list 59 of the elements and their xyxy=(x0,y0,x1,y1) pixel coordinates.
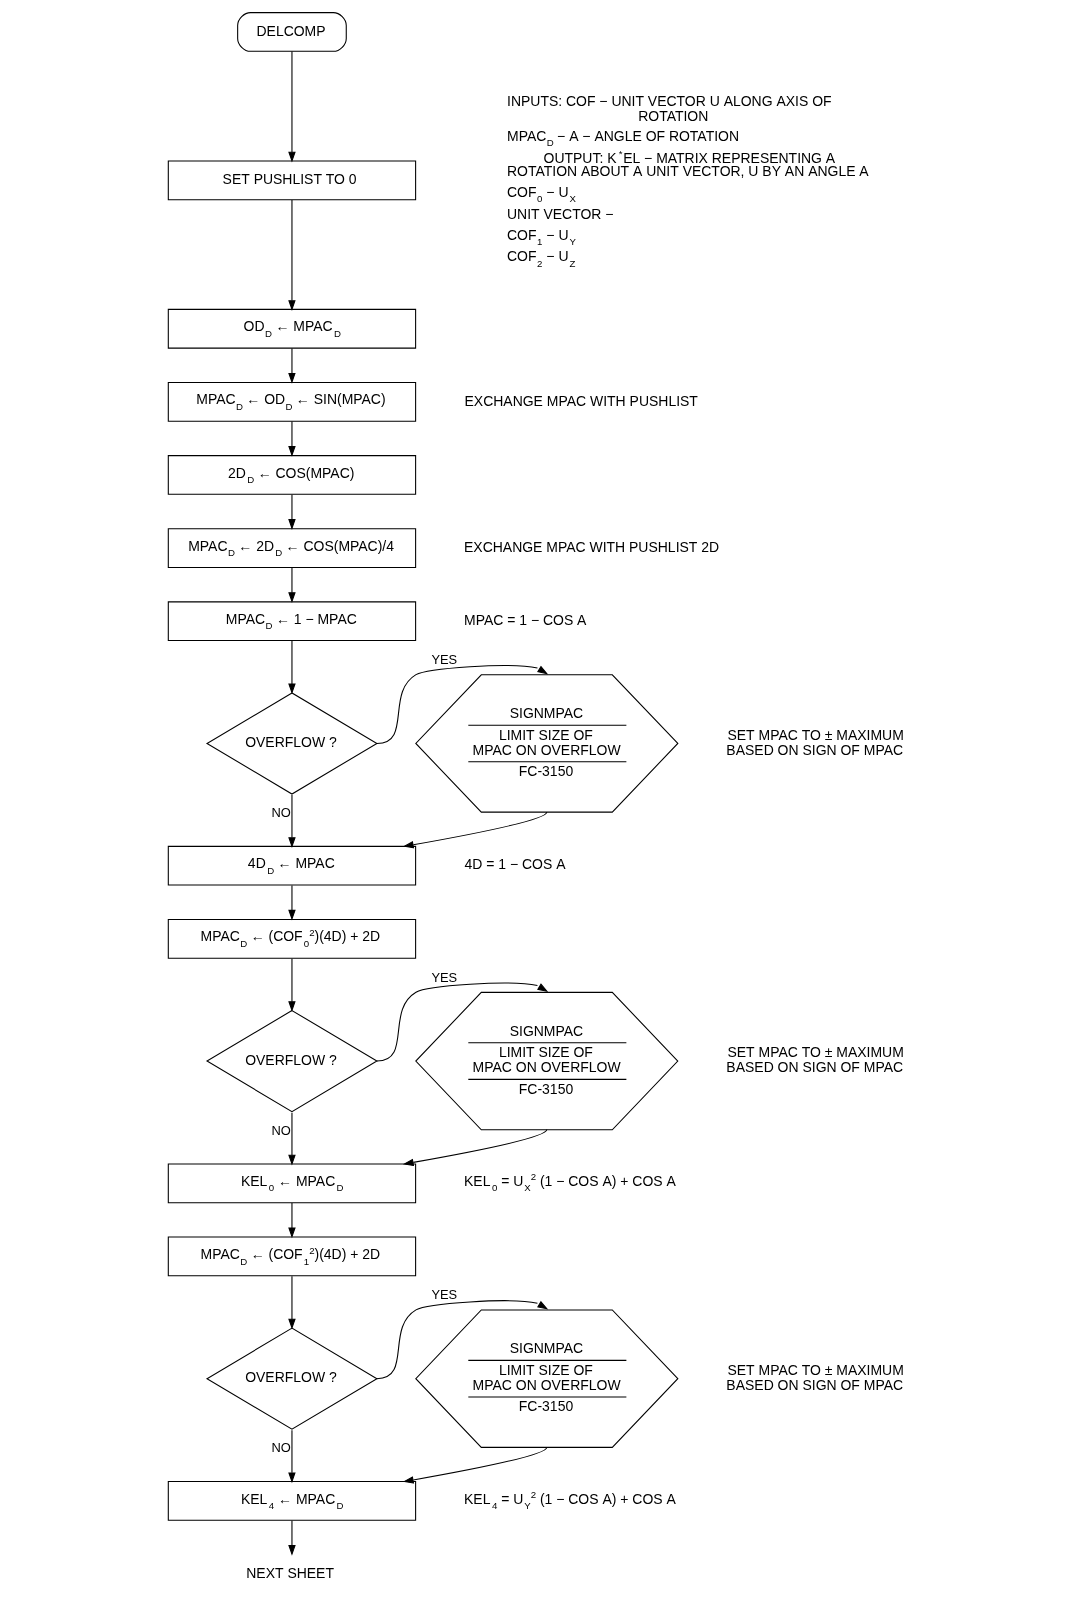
edge-label: YES xyxy=(430,651,457,667)
edge-label: NO xyxy=(271,805,291,821)
edge-label: NO xyxy=(271,1122,291,1138)
label: MPAC$_{D}$ − A − ANGLE OF ROTATION xyxy=(506,127,739,149)
arrow xyxy=(287,199,296,311)
arrow xyxy=(287,1275,296,1330)
node-label: SET MPAC TO ± MAXIMUM BASED ON SIGN OF MPAC xyxy=(725,726,904,758)
arrow xyxy=(287,884,296,921)
label: INPUTS: COF − UNIT VECTOR U ALONG AXIS OF ROTATION xyxy=(506,92,832,124)
arrow xyxy=(287,958,296,1012)
arrow xyxy=(287,494,296,530)
arrow xyxy=(287,51,296,163)
node-label: EXCHANGE MPAC WITH PUSHLIST 2D xyxy=(463,538,719,555)
node-diamond: OVERFLOW ? xyxy=(205,1327,378,1430)
node-diamond: OVERFLOW ? xyxy=(205,1009,378,1113)
arrow xyxy=(375,665,548,744)
node-label: KEL$_{0}$ = U$_{X}$$^{2}$ (1 − COS A) + COS A xyxy=(463,1171,676,1194)
node-diamond: OVERFLOW ? xyxy=(205,692,378,795)
edge-label: NO xyxy=(271,1440,291,1456)
node-label: SET MPAC TO ± MAXIMUM BASED ON SIGN OF MPAC xyxy=(725,1361,904,1393)
node-box: MPAC$_{D}$ ← (COF$_{0}$$^{2}$)(4D) + 2D xyxy=(167,918,416,959)
node-label: KEL$_{4}$ = U$_{Y}$$^{2}$ (1 − COS A) + COS A xyxy=(463,1489,676,1511)
node-label: EXCHANGE MPAC WITH PUSHLIST xyxy=(464,392,698,409)
node-box: OD$_{D}$ ← MPAC$_{D}$ xyxy=(167,308,416,349)
node-label: SET MPAC TO ± MAXIMUM BASED ON SIGN OF MPAC xyxy=(725,1044,904,1076)
arrow xyxy=(287,640,296,695)
label: COF$_{0}$ − U$_{X}$ xyxy=(506,183,576,205)
node-box: KEL$_{0}$ ← MPAC$_{D}$ xyxy=(167,1163,416,1204)
arrow xyxy=(402,1446,547,1484)
arrow xyxy=(287,794,296,848)
label: COF$_{2}$ − U$_{Z}$ xyxy=(506,248,575,269)
node-label: 4D = 1 − COS A xyxy=(464,856,565,873)
edge-label: YES xyxy=(430,969,457,985)
node-box: MPAC$_{D}$ ← OD$_{D}$ ← SIN(MPAC) xyxy=(167,381,416,422)
arrow xyxy=(287,421,296,457)
node-box: KEL$_{4}$ ← MPAC$_{D}$ xyxy=(167,1481,416,1521)
arrow xyxy=(402,1129,547,1167)
label: OUTPUT: K$^{*}$EL − MATRIX REPRESENTING A ROTATION ABOUT A UNIT VECTOR, U BY AN ANGLE A xyxy=(506,148,869,180)
arrow xyxy=(287,567,296,603)
arrow xyxy=(287,1429,296,1484)
node-text: NEXT SHEET xyxy=(245,1564,334,1581)
arrow xyxy=(402,811,547,849)
arrow xyxy=(375,982,548,1062)
node-box: DELCOMP xyxy=(236,12,347,52)
label: UNIT VECTOR − xyxy=(506,206,613,223)
arrow xyxy=(287,1112,296,1166)
node-box: MPAC$_{D}$ ← (COF$_{1}$$^{2}$)(4D) + 2D xyxy=(167,1236,416,1277)
node-box: 4D$_{D}$ ← MPAC xyxy=(167,845,416,886)
arrow xyxy=(287,1202,296,1239)
node-box: SET PUSHLIST TO 0 xyxy=(167,160,416,201)
node-box: 2D$_{D}$ ← COS(MPAC) xyxy=(167,455,416,495)
label: COF$_{1}$ − U$_{Y}$ xyxy=(506,226,576,248)
node-box: MPAC$_{D}$ ← 2D$_{D}$ ← COS(MPAC)/4 xyxy=(167,528,416,568)
node-label: MPAC = 1 − COS A xyxy=(463,611,586,628)
edge-label: YES xyxy=(430,1287,457,1303)
node-box: MPAC$_{D}$ ← 1 − MPAC xyxy=(167,601,416,642)
arrow xyxy=(287,347,296,384)
arrow xyxy=(375,1300,548,1380)
arrow xyxy=(287,1520,296,1556)
